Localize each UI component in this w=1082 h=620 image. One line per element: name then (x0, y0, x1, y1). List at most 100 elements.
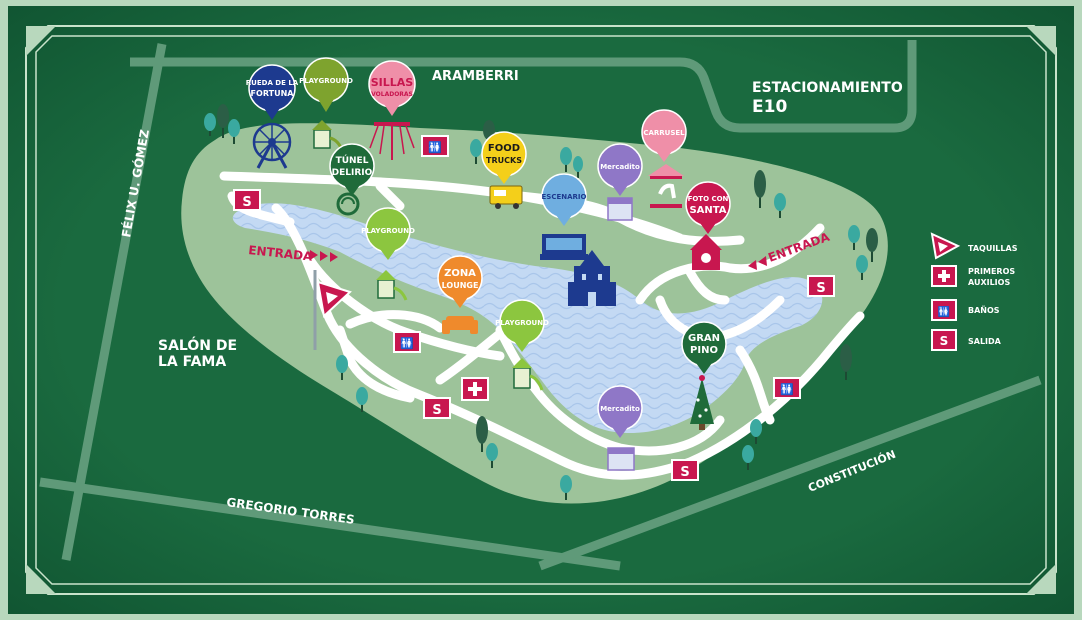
svg-text:AUXILIOS: AUXILIOS (968, 278, 1010, 287)
tree-icon (470, 139, 482, 164)
ferris-wheel-icon (252, 122, 292, 169)
restroom-marker[interactable]: 🚻 (393, 331, 421, 353)
playground-icon (376, 270, 408, 301)
exit-marker[interactable]: S (233, 189, 261, 211)
restroom-marker[interactable]: 🚻 (421, 135, 449, 157)
svg-text:S: S (940, 334, 949, 348)
svg-text:🚻: 🚻 (780, 383, 794, 396)
svg-text:S: S (432, 403, 441, 418)
pin-sillas-voladoras[interactable]: SILLAS VOLADORAS (368, 60, 416, 116)
pin-gran-pino[interactable]: GRAN PINO (681, 321, 727, 374)
svg-text:LOUNGE: LOUNGE (442, 281, 479, 290)
area-label-salon-1: SALÓN DE (158, 336, 237, 354)
svg-text:🚻: 🚻 (428, 141, 442, 154)
svg-text:TAQUILLAS: TAQUILLAS (968, 244, 1018, 253)
tree-icon (228, 119, 240, 144)
svg-text:SALIDA: SALIDA (968, 337, 1002, 346)
svg-text:VOLADORAS: VOLADORAS (371, 91, 413, 98)
entrance-arrows-right (748, 256, 767, 270)
svg-text:PINO: PINO (690, 345, 718, 356)
castle-icon (568, 250, 616, 306)
svg-text:DELIRIO: DELIRIO (332, 168, 373, 178)
lounge-sofa-icon (442, 316, 478, 334)
trees (204, 104, 878, 500)
path-east-entry (635, 223, 825, 305)
entrance-arrows-left (310, 250, 338, 262)
area-label-salon-2: LA FAMA (158, 354, 226, 370)
legend: TAQUILLAS PRIMEROS AUXILIOS 🚻 BAÑOS S SA… (930, 232, 1018, 351)
exit-marker[interactable]: S (807, 275, 835, 297)
svg-text:GRAN: GRAN (688, 333, 720, 344)
svg-text:PRIMEROS: PRIMEROS (968, 267, 1015, 276)
pin-escenario[interactable]: ESCENARIO (541, 173, 587, 226)
santa-house-icon (690, 234, 722, 270)
pin-mercadito-south[interactable]: Mercadito (597, 385, 643, 438)
svg-text:RUEDA DE LA: RUEDA DE LA (246, 79, 299, 87)
svg-text:ZONA: ZONA (444, 268, 476, 279)
inner-frame-2 (35, 35, 1047, 585)
entrance-label-left: ENTRADA (248, 243, 314, 264)
exit-marker[interactable]: S (423, 397, 451, 419)
pin-foto-santa[interactable]: FOTO CON SANTA (685, 181, 731, 234)
tunnel-icon (336, 192, 360, 216)
pin-tunel-delirio[interactable]: TÚNEL DELIRIO (329, 143, 375, 196)
exit-marker[interactable]: S (671, 459, 699, 481)
pin-food-trucks[interactable]: FOOD TRUCKS (481, 131, 527, 184)
svg-text:TRUCKS: TRUCKS (486, 156, 522, 165)
svg-text:SANTA: SANTA (689, 205, 726, 216)
pin-playground-north[interactable]: PLAYGROUND (299, 57, 353, 112)
path-south-loop (271, 203, 865, 480)
frame-corner (26, 26, 56, 56)
restroom-marker[interactable]: 🚻 (773, 377, 801, 399)
path-island-2 (685, 267, 730, 305)
pin-playground-center[interactable]: PLAYGROUND (361, 207, 415, 260)
svg-text:🚻: 🚻 (938, 305, 950, 318)
tree-icon (476, 416, 488, 452)
area-label-estacionamiento: ESTACIONAMIENTO (752, 80, 903, 96)
street-aramberri (130, 40, 917, 133)
street-constitucion (538, 375, 1042, 571)
tree-icon (204, 113, 216, 136)
legend-item-salida: S SALIDA (931, 329, 1002, 351)
pin-mercadito-north[interactable]: Mercadito (597, 143, 643, 196)
taquilla-marker[interactable] (313, 270, 352, 350)
legend-item-taquillas: TAQUILLAS (930, 232, 1018, 260)
legend-item-primeros-auxilios: PRIMEROS AUXILIOS (931, 265, 1015, 287)
path-spur (375, 181, 405, 211)
svg-text:Mercadito: Mercadito (600, 163, 640, 171)
pin-carrusel[interactable]: CARRUSEL (641, 109, 687, 162)
first-aid-marker[interactable] (461, 377, 489, 401)
street-felix (61, 43, 167, 561)
svg-text:FOOD: FOOD (488, 143, 520, 154)
tree-icon (774, 193, 786, 218)
svg-text:TÚNEL: TÚNEL (336, 154, 369, 166)
svg-text:PLAYGROUND: PLAYGROUND (299, 77, 353, 85)
svg-text:S: S (242, 195, 251, 210)
legend-item-banos: 🚻 BAÑOS (931, 299, 1000, 321)
swing-ride-icon (369, 122, 415, 160)
tree-icon (560, 475, 572, 500)
tree-icon (573, 156, 583, 178)
carousel-icon (648, 164, 684, 208)
tree-icon (560, 147, 572, 172)
market-stall-icon (607, 197, 633, 221)
tree-icon (840, 344, 852, 380)
tree-icon (742, 445, 754, 470)
svg-text:BAÑOS: BAÑOS (968, 305, 1000, 315)
christmas-tree-icon (690, 375, 714, 430)
frame-corner (26, 564, 56, 594)
pin-rueda-fortuna[interactable]: RUEDA DE LA FORTUNA (246, 64, 299, 120)
tree-icon (336, 355, 348, 380)
tree-icon (356, 387, 368, 412)
svg-text:FORTUNA: FORTUNA (251, 89, 295, 98)
svg-text:SILLAS: SILLAS (371, 76, 414, 89)
pin-zona-lounge[interactable]: ZONA LOUNGE (437, 255, 483, 308)
frame-corner (1026, 564, 1056, 594)
path-lounge (345, 310, 445, 333)
tree-icon (754, 170, 766, 208)
svg-text:S: S (816, 281, 825, 296)
pin-playground-south[interactable]: PLAYGROUND (495, 299, 549, 352)
tree-icon (750, 419, 762, 444)
stage-icon (540, 234, 588, 260)
